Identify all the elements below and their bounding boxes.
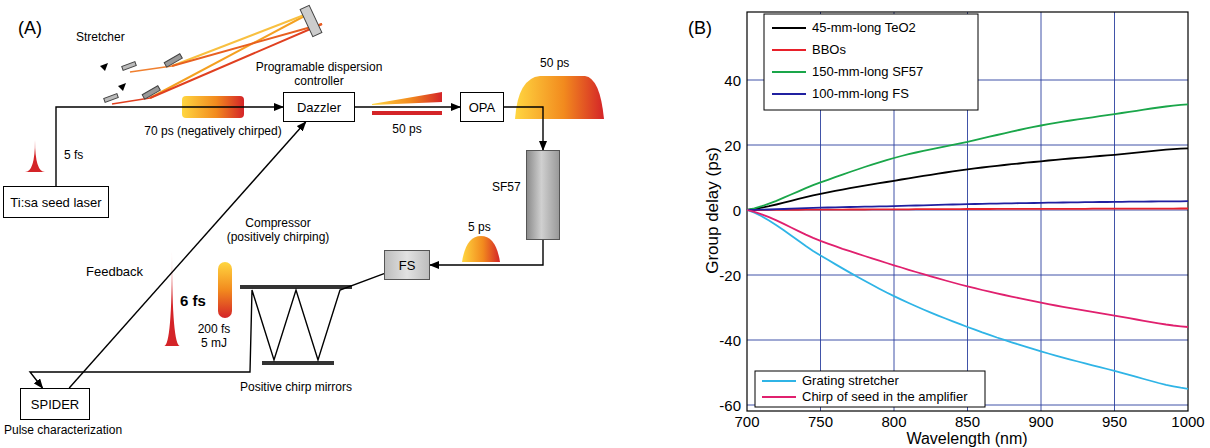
connector-arrow xyxy=(504,107,543,150)
legend-text: 150-mm-long SF57 xyxy=(812,64,923,79)
compressed-pulse xyxy=(462,236,500,262)
pulse-label: 70 ps (negatively chirped) xyxy=(144,124,281,138)
tick-label: 0 xyxy=(733,202,741,219)
data-curve xyxy=(747,210,1188,327)
amplified-pulse xyxy=(515,76,604,119)
200fs-pulse xyxy=(218,262,232,318)
stretcher-optics xyxy=(100,5,322,104)
legend-text: 45-mm-long TeO2 xyxy=(812,20,916,35)
tick-label: 900 xyxy=(1028,413,1053,430)
chirped-pulse xyxy=(372,92,442,105)
node-text: SPIDER xyxy=(31,397,79,412)
tick-label: 950 xyxy=(1102,413,1127,430)
pulse-label: 5 ps xyxy=(468,220,491,234)
chart-frame xyxy=(747,12,1188,411)
legend-text: Chirp of seed in the amplifier xyxy=(802,389,967,404)
tick-label: 700 xyxy=(734,413,759,430)
data-curve xyxy=(747,210,1188,389)
node-text: Dazzler xyxy=(297,100,341,115)
pump-pulse xyxy=(372,111,442,115)
connector-arrow xyxy=(430,240,543,265)
node-heading: Pulse characterization xyxy=(4,423,122,437)
tick-label: 1000 xyxy=(1171,413,1204,430)
tick-label: 800 xyxy=(881,413,906,430)
legend-sample xyxy=(772,89,806,99)
part-label: Stretcher xyxy=(76,30,125,44)
node-heading: SF57 xyxy=(492,180,521,194)
connector-arrow xyxy=(69,122,306,388)
pulse-label: 6 fs xyxy=(180,292,206,309)
glass-block: SF57 xyxy=(526,150,560,240)
legend-text: 100-mm-long FS xyxy=(812,86,909,101)
glass-block: FS xyxy=(384,250,430,280)
pulse-label: 50 ps xyxy=(540,56,569,70)
dazzler-box: Programable dispersion controllerDazzler xyxy=(283,92,355,122)
edge-label: Feedback xyxy=(84,264,145,280)
pulse-label: 50 ps xyxy=(392,122,421,136)
axis-title: Wavelength (nm) xyxy=(906,430,1027,448)
legend-sample xyxy=(772,45,806,55)
legend-line xyxy=(772,49,806,51)
data-curve xyxy=(747,201,1188,210)
spider-box: SPIDERPulse characterization xyxy=(20,388,90,420)
node-text: Ti:sa seed laser xyxy=(10,195,101,210)
panel-label: (B) xyxy=(688,18,712,38)
legend-entry: 100-mm-long FS xyxy=(772,86,909,101)
legend-sample xyxy=(772,67,806,77)
legend-entry: 45-mm-long TeO2 xyxy=(772,20,916,35)
connector-arrow xyxy=(30,274,384,388)
legend-text: BBOs xyxy=(812,42,846,57)
legend-line xyxy=(762,380,796,382)
opa-box: OPA xyxy=(460,92,504,122)
legend-entry: Grating stretcher xyxy=(762,373,899,388)
part-label: Compressor (positively chirping) xyxy=(220,216,336,244)
legend-entry: Chirp of seed in the amplifier xyxy=(762,389,967,404)
tick-label: -60 xyxy=(719,397,741,414)
legend-line xyxy=(772,93,806,95)
connector-arrow xyxy=(355,106,460,107)
legend-line xyxy=(762,396,796,398)
legend-sample xyxy=(772,23,806,33)
node-text: OPA xyxy=(469,100,496,115)
tick-label: 20 xyxy=(724,137,741,154)
legend-entry: 150-mm-long SF57 xyxy=(772,64,923,79)
laser-box: Ti:sa seed laser xyxy=(3,186,109,218)
legend-line xyxy=(772,27,806,29)
seed-pulse xyxy=(25,140,45,172)
data-curve xyxy=(747,104,1188,210)
legend-sample xyxy=(762,392,796,402)
node-heading: Programable dispersion controller xyxy=(239,60,399,88)
chirp-mirror xyxy=(262,361,334,365)
tick-label: 750 xyxy=(808,413,833,430)
tick-label: 850 xyxy=(955,413,980,430)
part-label: Positive chirp mirrors xyxy=(240,380,352,394)
legend-line xyxy=(772,71,806,73)
tick-label: -40 xyxy=(719,332,741,349)
legend-text: Grating stretcher xyxy=(802,373,899,388)
legend-entry: BBOs xyxy=(772,42,846,57)
legend-sample xyxy=(762,376,796,386)
pulse-label: 5 fs xyxy=(64,148,83,162)
tick-label: 40 xyxy=(724,72,741,89)
pulse-label: 200 fs 5 mJ xyxy=(194,322,234,350)
axis-title: Group delay (ps) xyxy=(703,147,722,274)
node-text: FS xyxy=(399,258,416,273)
tick-label: -20 xyxy=(719,267,741,284)
connector-arrow xyxy=(56,107,283,186)
data-curve xyxy=(747,148,1188,210)
chart-curves xyxy=(747,104,1188,388)
panel-label: (A) xyxy=(18,18,42,38)
